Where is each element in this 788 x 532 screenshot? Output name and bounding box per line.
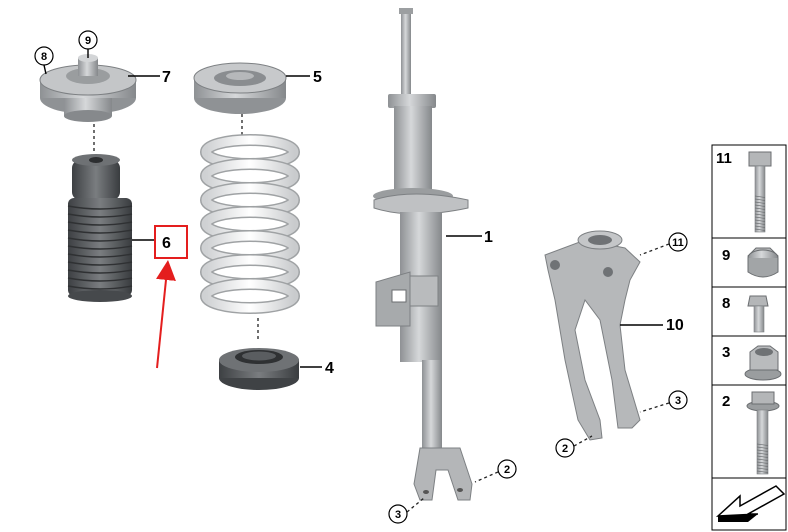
svg-text:3: 3 (675, 395, 681, 407)
boot-rib (67, 237, 133, 242)
boot-rib (67, 229, 133, 234)
callout-2-bracket[interactable]: 2 (555, 435, 593, 458)
bolt-thread (754, 207, 766, 210)
dust-boot (67, 154, 155, 302)
bolt-thread (756, 470, 769, 473)
strut-top-mount (39, 54, 160, 122)
bolt-thread (756, 464, 769, 467)
boot-rib (67, 269, 133, 274)
boot-rib (67, 285, 133, 290)
bolt-thread (754, 228, 766, 231)
callout-9[interactable]: 9 (78, 30, 98, 58)
bolt-thread (754, 195, 766, 198)
bolt-thread (754, 225, 766, 228)
bolt-2-icon (746, 391, 780, 475)
svg-text:3: 3 (395, 509, 401, 521)
boot-rib (67, 245, 133, 250)
lower-spring-seat (219, 348, 322, 390)
bolt-11-icon (748, 151, 772, 233)
bolt-thread (754, 216, 766, 219)
part-label-10[interactable]: 10 (666, 317, 684, 334)
part-label-4[interactable]: 4 (325, 360, 334, 377)
callout-3-strut[interactable]: 3 (388, 497, 425, 524)
bolt-thread (756, 452, 769, 455)
panel-row-3[interactable]: 3 (722, 344, 730, 361)
panel-row-2[interactable]: 2 (722, 393, 730, 410)
next-page-arrow-icon[interactable] (715, 485, 786, 522)
boot-rib (67, 253, 133, 258)
flange-nut-3-icon (744, 345, 782, 381)
bolt-thread (754, 210, 766, 213)
svg-text:2: 2 (562, 443, 568, 455)
bolt-thread (756, 449, 769, 452)
strut-bracket (544, 230, 663, 441)
part-label-1[interactable]: 1 (484, 229, 493, 246)
boot-rib (67, 277, 133, 282)
bolt-thread (754, 219, 766, 222)
panel-row-9[interactable]: 9 (722, 247, 730, 264)
bolt-thread (754, 204, 766, 207)
svg-text:2: 2 (504, 464, 510, 476)
callout-3-bracket[interactable]: 3 (639, 390, 688, 413)
bolt-thread (756, 467, 769, 470)
shock-absorber-strut (373, 8, 482, 501)
svg-text:9: 9 (85, 35, 91, 47)
boot-rib (67, 205, 133, 210)
svg-text:11: 11 (672, 237, 684, 249)
panel-row-8[interactable]: 8 (722, 295, 730, 312)
bolt-thread (754, 198, 766, 201)
highlight-box (154, 225, 188, 259)
upper-spring-seat (193, 62, 310, 114)
panel-row-11[interactable]: 11 (716, 150, 732, 167)
spring-coil (201, 279, 299, 313)
bolt-thread (756, 461, 769, 464)
callout-8[interactable]: 8 (34, 46, 54, 75)
part-label-5[interactable]: 5 (313, 69, 322, 86)
bolt-thread (754, 222, 766, 225)
bolt-thread (756, 443, 769, 446)
bolt-thread (756, 458, 769, 461)
part-label-7[interactable]: 7 (162, 69, 171, 86)
nut-9-icon (747, 247, 779, 278)
coil-spring (200, 134, 300, 314)
boot-rib (67, 261, 133, 266)
fastener-panel: 11 9 8 3 2 (711, 144, 787, 531)
highlight-arrow (156, 260, 176, 369)
callout-2-strut[interactable]: 2 (474, 459, 517, 483)
part-label-6[interactable]: 6 (162, 235, 171, 252)
callout-11[interactable]: 11 (639, 232, 688, 256)
bolt-thread (754, 201, 766, 204)
bolt-thread (756, 446, 769, 449)
bolt-8-icon (747, 295, 769, 333)
boot-rib (67, 221, 133, 226)
svg-text:8: 8 (41, 51, 47, 63)
bolt-thread (756, 455, 769, 458)
boot-rib (67, 213, 133, 218)
bolt-thread (754, 213, 766, 216)
